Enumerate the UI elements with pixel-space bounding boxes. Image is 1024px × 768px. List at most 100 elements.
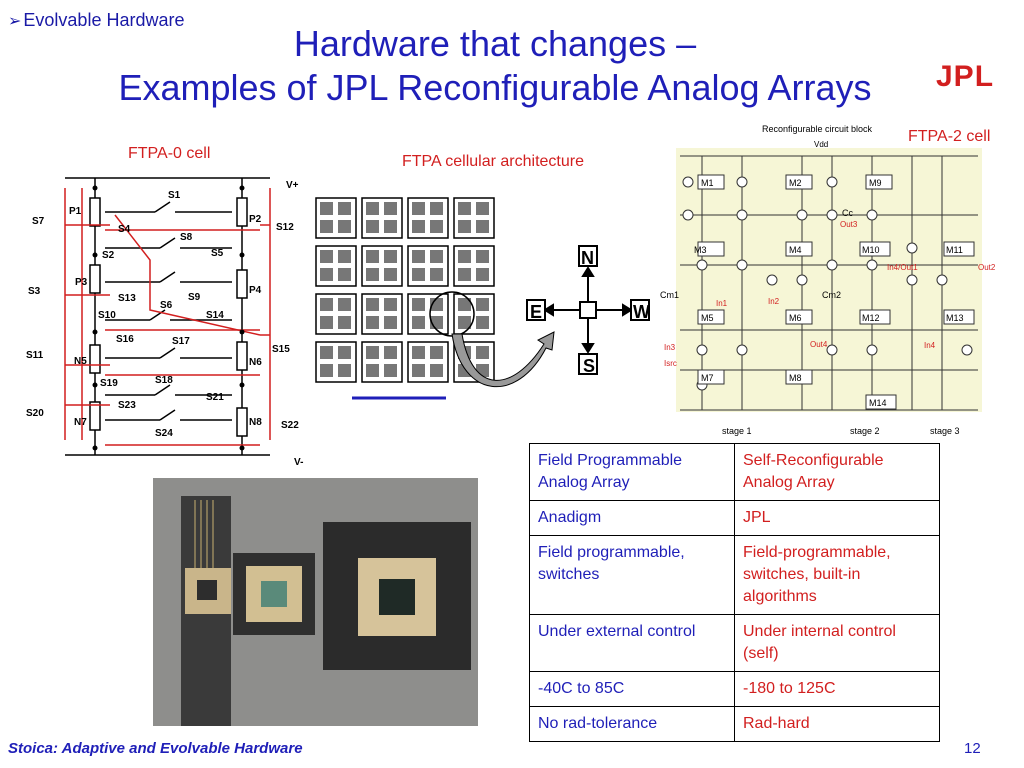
label-s3: S3 [28, 286, 41, 297]
table-row: Under external control Under internal co… [529, 614, 940, 672]
jpl-logo: JPL [936, 60, 995, 93]
label-s24: S24 [155, 428, 173, 439]
m12-label: M12 [862, 313, 880, 323]
ftpa0-caption: FTPA-0 cell [128, 145, 211, 162]
table-cell-left: Anadigm [529, 500, 735, 536]
label-s17: S17 [172, 336, 190, 347]
label-s16: S16 [116, 334, 134, 345]
title-line-1: Hardware that changes – [293, 23, 697, 64]
label-s1: S1 [168, 190, 181, 201]
title-line-2: Examples of JPL Reconfigurable Analog Ar… [118, 67, 872, 108]
ftpa0-schematic: V+ V- P1 P2 P3 P4 N5 N6 N7 N8 S1 S2 S3 S… [26, 177, 303, 468]
table-row: No rad-tolerance Rad-hard [529, 706, 940, 742]
label-s7: S7 [32, 216, 45, 227]
table-cell-right: JPL [734, 500, 940, 536]
cell-south-label: S [583, 356, 595, 376]
out3-label: Out3 [840, 220, 858, 229]
label-vminus: V- [294, 457, 303, 468]
label-s20: S20 [26, 408, 44, 419]
stage1-label: stage 1 [722, 426, 752, 436]
footer-credit: Stoica: Adaptive and Evolvable Hardware [8, 740, 303, 757]
m8-label: M8 [789, 373, 802, 383]
table-row: Anadigm JPL [529, 500, 940, 536]
m6-label: M6 [789, 313, 802, 323]
label-s4: S4 [118, 224, 131, 235]
out4-label: Out4 [810, 340, 828, 349]
stage3-label: stage 3 [930, 426, 960, 436]
m4-label: M4 [789, 245, 802, 255]
cell-west-label: W [633, 302, 650, 322]
m10-label: M10 [862, 245, 880, 255]
label-s14: S14 [206, 310, 224, 321]
label-s13: S13 [118, 293, 136, 304]
m14-label: M14 [869, 398, 887, 408]
slide-title: Hardware that changes – Examples of JPL … [60, 22, 930, 110]
label-s21: S21 [206, 392, 224, 403]
label-s15: S15 [272, 344, 290, 355]
cellular-caption: FTPA cellular architecture [402, 153, 584, 170]
m7-label: M7 [701, 373, 714, 383]
label-s10: S10 [98, 310, 116, 321]
table-row: -40C to 85C -180 to 125C [529, 671, 940, 707]
table-cell-left: Field programmable, switches [529, 535, 735, 615]
page-number: 12 [964, 740, 981, 757]
section-label: ➢Evolvable Hardware [8, 10, 184, 31]
in1-label: In1 [716, 299, 728, 308]
label-s8: S8 [180, 232, 193, 243]
label-n8: N8 [249, 417, 262, 428]
table-cell-right: -180 to 125C [734, 671, 940, 707]
out2-label: Out2 [978, 263, 996, 272]
label-s19: S19 [100, 378, 118, 389]
ftpa2-caption: FTPA-2 cell [908, 128, 991, 145]
ftpa2-circuit-diagram: Reconfigurable circuit block Vdd [660, 124, 996, 436]
section-label-text: Evolvable Hardware [23, 10, 185, 30]
label-s5: S5 [211, 248, 224, 259]
table-cell-left: No rad-tolerance [529, 706, 735, 742]
label-s12: S12 [276, 222, 294, 233]
label-s2: S2 [102, 250, 115, 261]
label-s6: S6 [160, 300, 173, 311]
m2-label: M2 [789, 178, 802, 188]
label-s18: S18 [155, 375, 173, 386]
m5-label: M5 [701, 313, 714, 323]
chip-packages-photo [153, 478, 478, 726]
in4-label: In4 [924, 341, 936, 350]
m3-label: M3 [694, 245, 707, 255]
arrow-bullet-icon: ➢ [8, 13, 22, 30]
block-title: Reconfigurable circuit block [762, 124, 873, 134]
m11-label: M11 [946, 245, 963, 255]
label-s22: S22 [281, 420, 299, 431]
stage2-label: stage 2 [850, 426, 880, 436]
m13-label: M13 [946, 313, 964, 323]
label-n6: N6 [249, 357, 262, 368]
table-cell-left: Field Programmable Analog Array [529, 443, 735, 501]
label-p4: P4 [249, 285, 262, 296]
label-p1: P1 [69, 206, 82, 217]
label-s11: S11 [26, 350, 44, 361]
table-cell-left: Under external control [529, 614, 735, 672]
m1-label: M1 [701, 178, 714, 188]
comparison-table: Field Programmable Analog Array Self-Rec… [529, 443, 940, 742]
isrc-label: Isrc [664, 359, 677, 368]
table-cell-right: Self-Reconfigurable Analog Array [734, 443, 940, 501]
table-row: Field programmable, switches Field-progr… [529, 535, 940, 615]
label-vplus: V+ [286, 180, 299, 191]
label-s9: S9 [188, 292, 201, 303]
cell-north-label: N [581, 248, 594, 268]
m9-label: M9 [869, 178, 882, 188]
cm2-label: Cm2 [822, 290, 841, 300]
cell-east-label: E [530, 302, 542, 322]
table-cell-left: -40C to 85C [529, 671, 735, 707]
table-cell-right: Under internal control (self) [734, 614, 940, 672]
in2-label: In2 [768, 297, 780, 306]
cc-label: Cc [842, 208, 853, 218]
label-p2: P2 [249, 214, 262, 225]
in4-out1-label: In4/Out1 [887, 263, 918, 272]
label-n7: N7 [74, 417, 87, 428]
vdd-label: Vdd [814, 140, 828, 149]
label-s23: S23 [118, 400, 136, 411]
cm1-label: Cm1 [660, 290, 679, 300]
in3-label: In3 [664, 343, 676, 352]
cellular-architecture-diagram: N E W S [315, 197, 650, 400]
label-n5: N5 [74, 356, 87, 367]
